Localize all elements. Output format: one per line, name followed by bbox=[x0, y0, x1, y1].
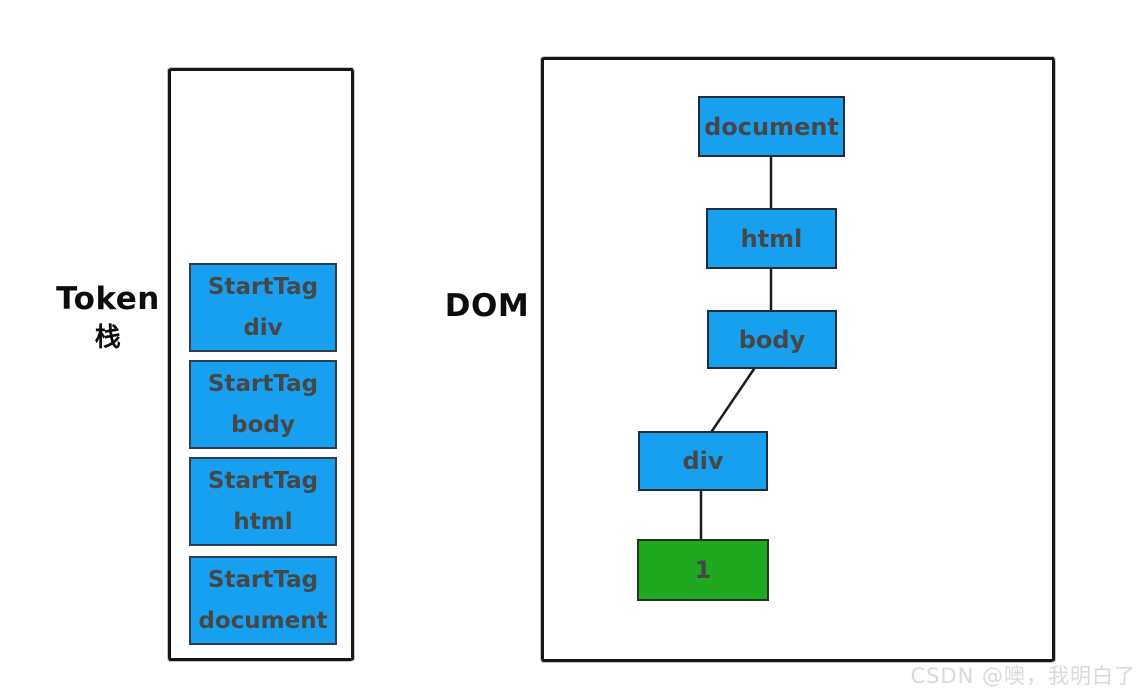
dom-node-div: div bbox=[638, 431, 768, 491]
dom-node-text-1: 1 bbox=[637, 539, 769, 601]
stack-item-starttag-html: StartTag html bbox=[189, 457, 337, 546]
csdn-watermark: CSDN @噢，我明白了 bbox=[910, 664, 1136, 688]
dom-node-label: div bbox=[682, 447, 724, 475]
dom-node-document: document bbox=[698, 96, 845, 157]
dom-tree-container bbox=[541, 57, 1055, 662]
dom-node-label: document bbox=[704, 112, 839, 141]
stack-item-line1: StartTag bbox=[207, 273, 319, 300]
stack-item-line1: StartTag bbox=[207, 566, 319, 593]
dom-node-body: body bbox=[707, 310, 837, 369]
token-stack-label: Token 栈 bbox=[48, 280, 168, 358]
stack-item-starttag-body: StartTag body bbox=[189, 360, 337, 449]
dom-node-html: html bbox=[706, 208, 837, 269]
stack-item-starttag-document: StartTag document bbox=[189, 556, 337, 645]
stack-item-line1: StartTag bbox=[207, 370, 319, 397]
stack-item-line2: div bbox=[243, 314, 283, 341]
stack-item-starttag-div: StartTag div bbox=[189, 263, 337, 352]
stack-item-line2: body bbox=[231, 411, 295, 438]
stack-item-line1: StartTag bbox=[207, 467, 319, 494]
stack-label-text: 栈 bbox=[94, 323, 122, 353]
stack-item-line2: html bbox=[233, 508, 293, 535]
token-label-text: Token bbox=[56, 281, 160, 317]
dom-node-label: 1 bbox=[694, 556, 712, 584]
dom-node-label: html bbox=[740, 224, 803, 253]
token-stack-container bbox=[168, 68, 354, 661]
stack-item-line2: document bbox=[198, 607, 328, 634]
dom-node-label: body bbox=[738, 325, 806, 354]
dom-label-text: DOM bbox=[444, 288, 530, 324]
